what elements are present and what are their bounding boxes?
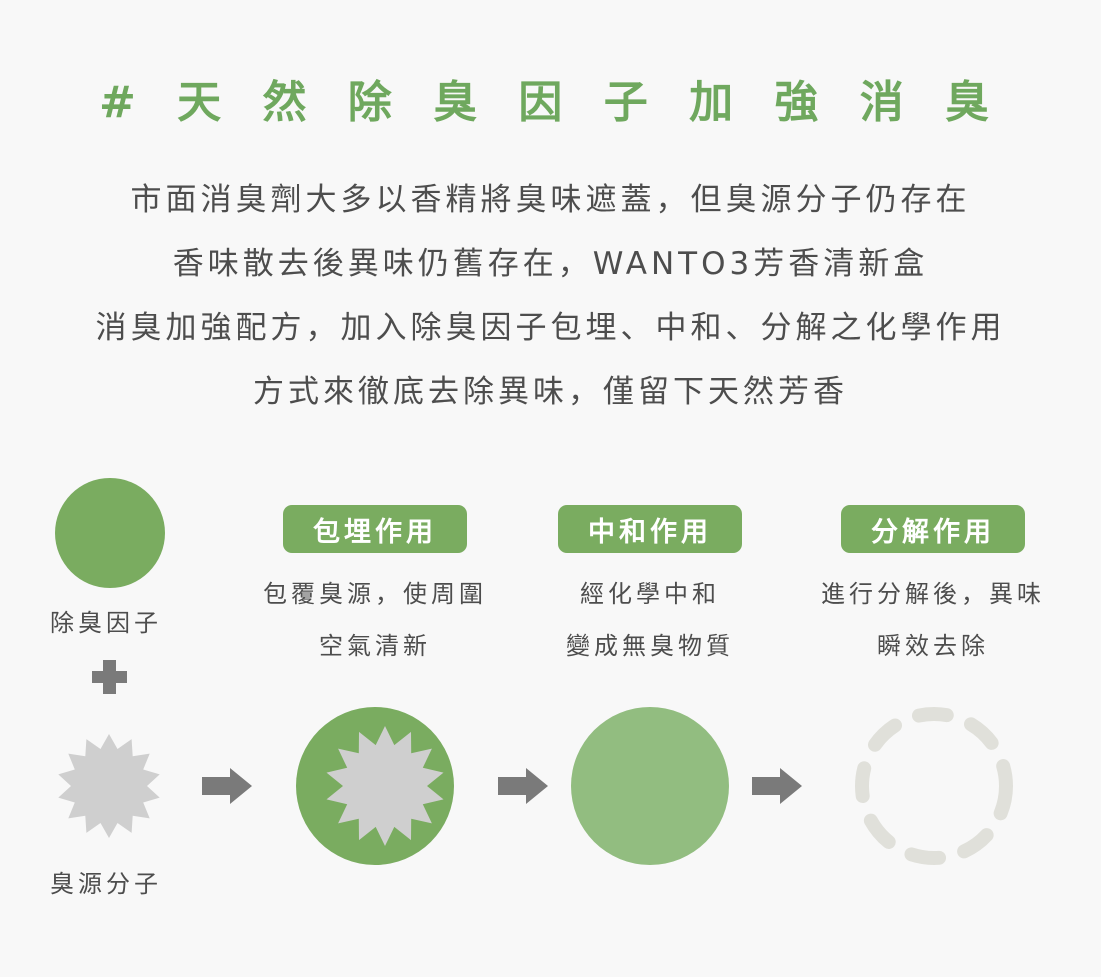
- badge-decomposition: 分解作用: [841, 505, 1025, 553]
- intro-line: 市面消臭劑大多以香精將臭味遮蓋，但臭源分子仍存在: [130, 182, 971, 218]
- odor-molecule-label: 臭源分子: [50, 870, 162, 898]
- desc-line: 變成無臭物質: [566, 632, 734, 660]
- encapsulated-molecule-icon: [326, 726, 444, 846]
- neutralized-circle: [571, 707, 729, 865]
- badge-neutralization: 中和作用: [558, 505, 742, 553]
- arrow-icon: [202, 768, 252, 804]
- decomposed-dashed-circle: [855, 707, 1013, 865]
- desc-line: 進行分解後，異味: [821, 580, 1045, 608]
- intro-text: 市面消臭劑大多以香精將臭味遮蓋，但臭源分子仍存在 香味散去後異味仍舊存在，WAN…: [0, 168, 1101, 424]
- deodorizing-factor-circle: [55, 478, 165, 588]
- page-title: # 天 然 除 臭 因 子 加 強 消 臭: [98, 77, 1003, 128]
- arrow-icon: [498, 768, 548, 804]
- desc-line: 空氣清新: [319, 632, 431, 660]
- desc-line: 包覆臭源，使周圍: [263, 580, 487, 608]
- desc-line: 瞬效去除: [877, 632, 989, 660]
- odor-molecule-icon: [58, 734, 160, 838]
- intro-line: 消臭加強配方，加入除臭因子包埋、中和、分解之化學作用: [95, 310, 1006, 346]
- deodorizing-factor-label: 除臭因子: [50, 609, 162, 637]
- desc-encapsulation: 包覆臭源，使周圍 空氣清新: [235, 568, 515, 672]
- desc-decomposition: 進行分解後，異味 瞬效去除: [788, 568, 1078, 672]
- intro-line: 方式來徹底去除異味，僅留下天然芳香: [253, 374, 848, 410]
- intro-line: 香味散去後異味仍舊存在，WANTO3芳香清新盒: [172, 246, 929, 282]
- desc-neutralization: 經化學中和 變成無臭物質: [510, 568, 790, 672]
- arrow-icon: [752, 768, 802, 804]
- badge-encapsulation: 包埋作用: [283, 505, 467, 553]
- desc-line: 經化學中和: [580, 580, 720, 608]
- plus-icon-bar: [92, 671, 127, 683]
